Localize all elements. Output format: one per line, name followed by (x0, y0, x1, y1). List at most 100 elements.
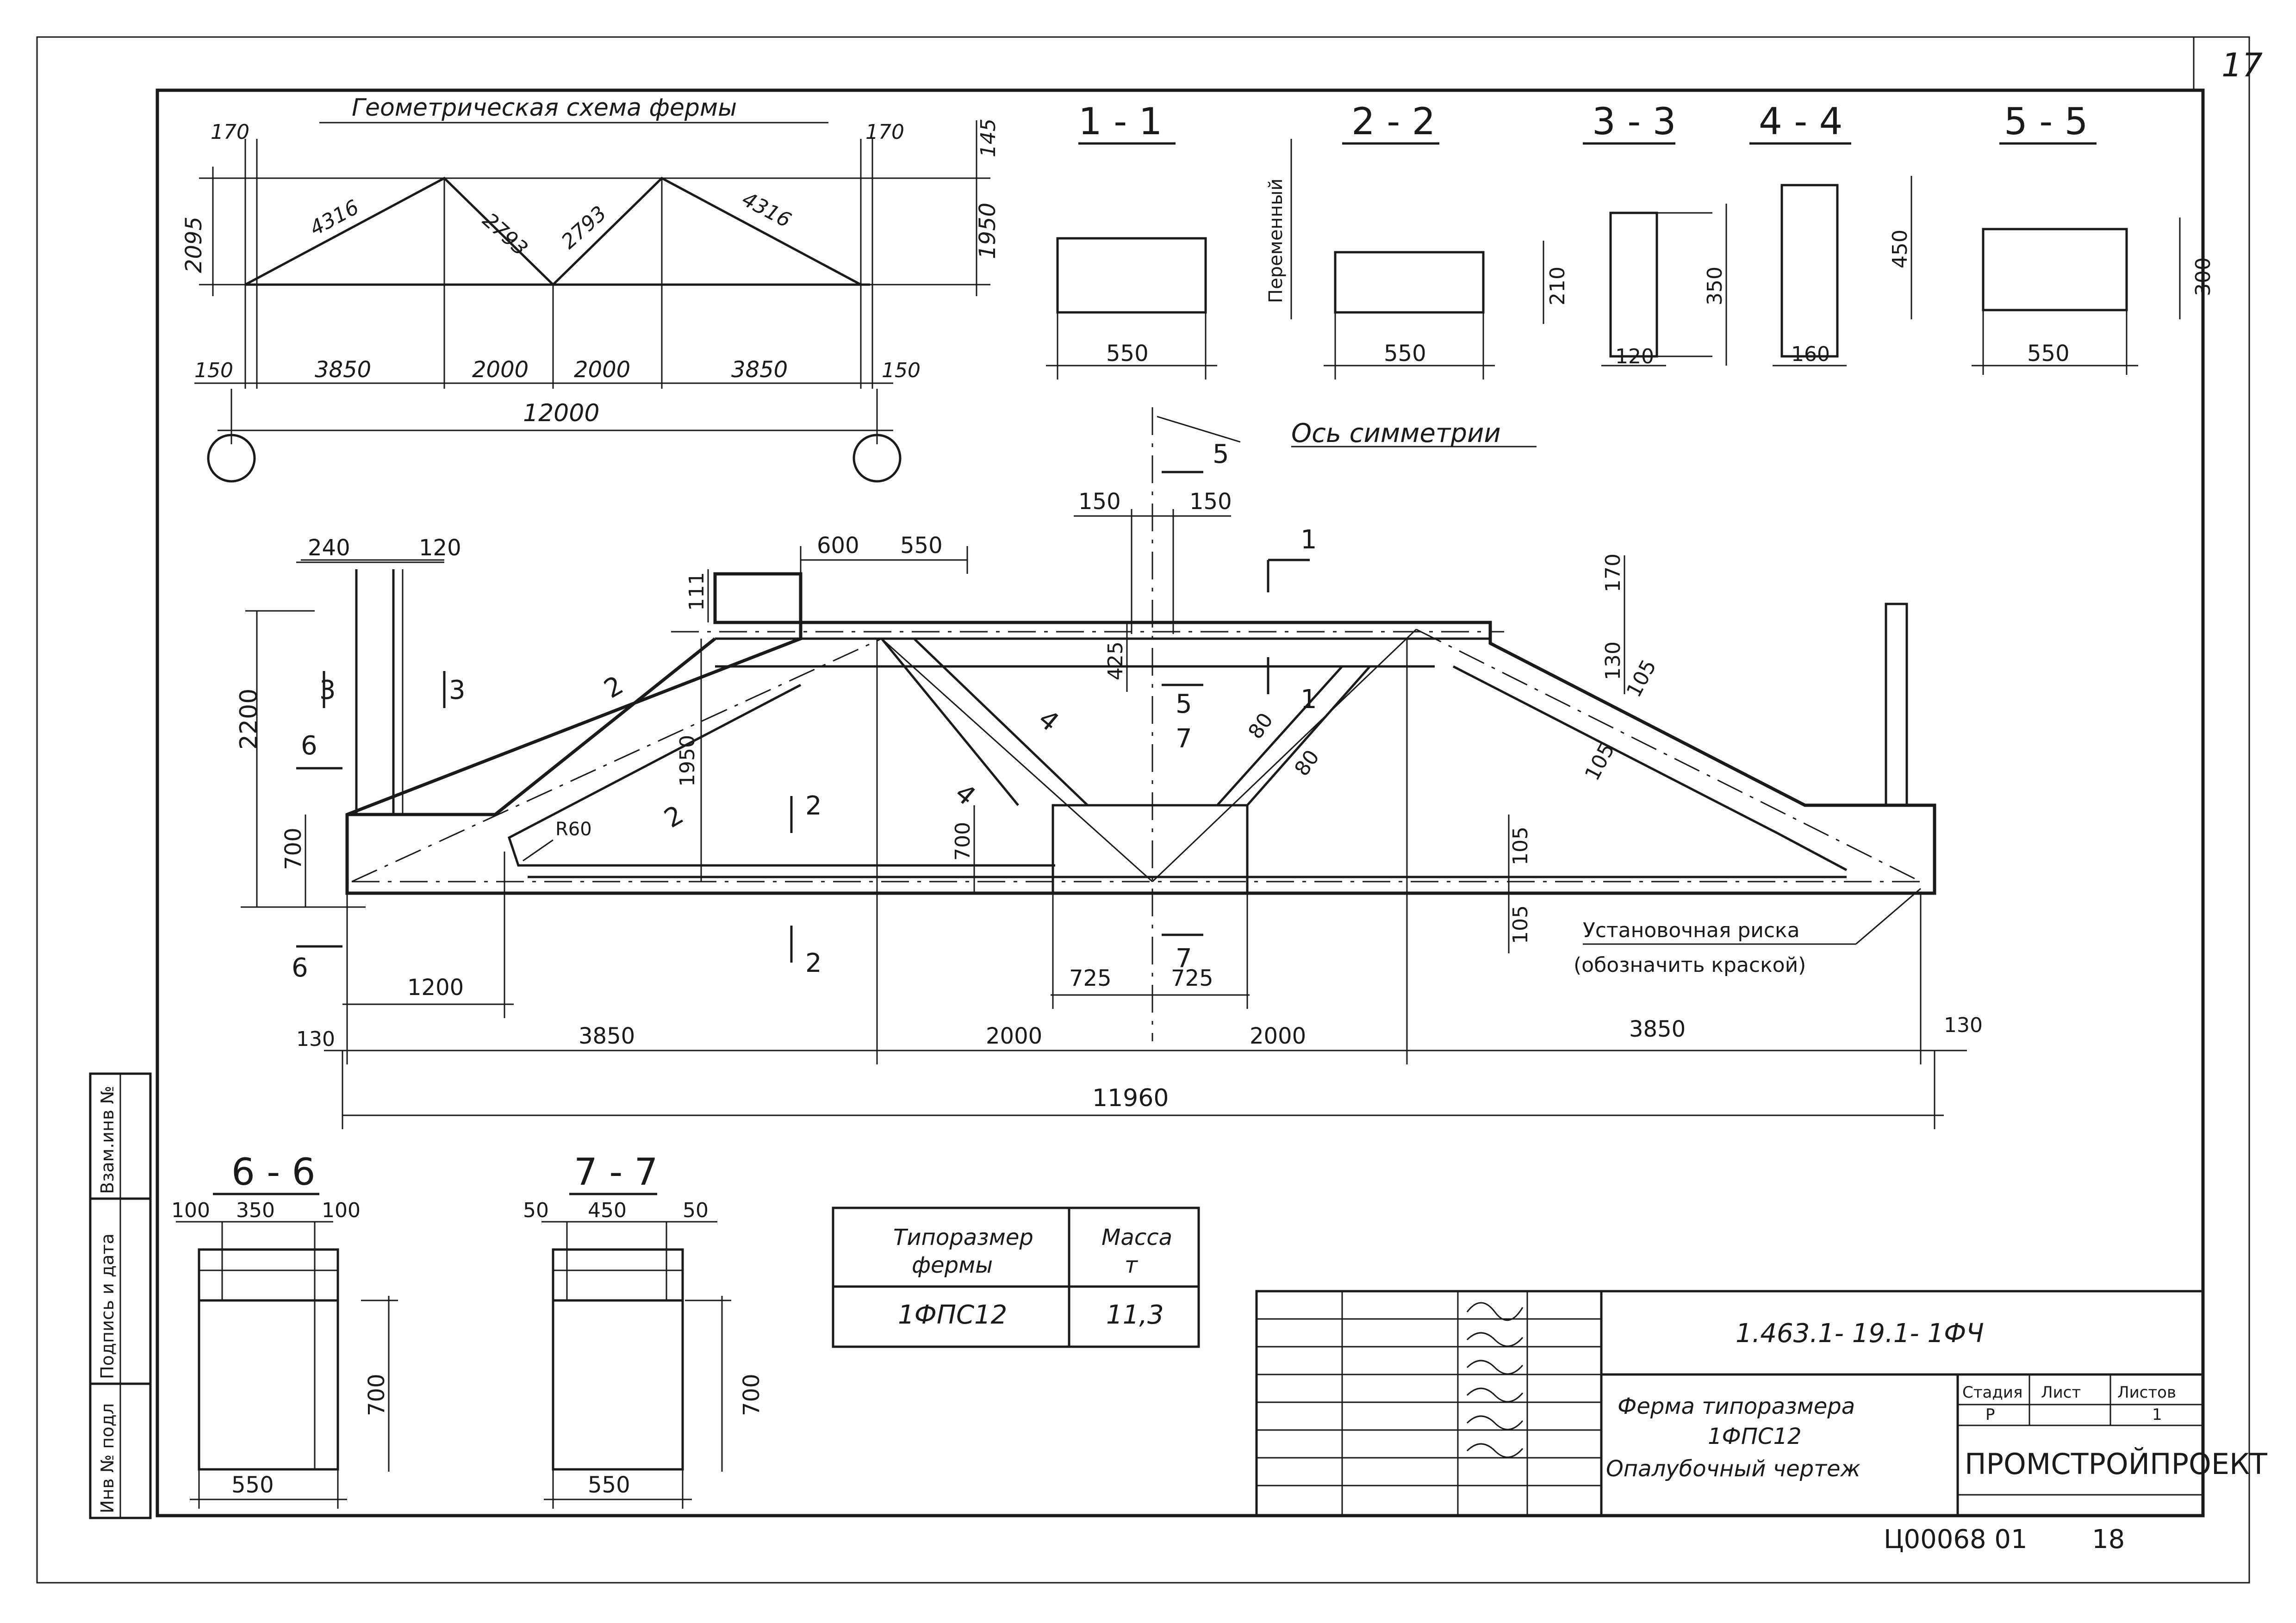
stage-value: Р (1985, 1405, 1995, 1424)
section-5-5-width: 550 (2027, 341, 2070, 367)
sheet-frame: 17 (36, 36, 2263, 1584)
section-6-6: 6 - 6 100 350 100 700 550 (171, 1150, 398, 1509)
dim-4316-left: 4316 (306, 195, 363, 241)
dim-105-c: 105 (1509, 827, 1532, 865)
mark-5-top: 5 (1213, 439, 1229, 469)
section-title-1-1: 1 - 1 (1078, 100, 1163, 143)
mark-7-bottom: 7 (1176, 944, 1192, 974)
section-title-4-4: 4 - 4 (1759, 100, 1843, 143)
mark-2-lower: 2 (660, 800, 689, 834)
dim-725-left: 725 (1069, 965, 1112, 991)
dim-150-right: 150 (882, 359, 921, 382)
support-left-icon (207, 434, 256, 483)
mass-table-header-mass-2: т (1125, 1252, 1139, 1278)
dim-1200: 1200 (407, 975, 464, 1001)
install-mark-paint-note: (обозначить краской) (1574, 953, 1806, 977)
section-title-5-5: 5 - 5 (2004, 100, 2088, 143)
dim-170-left: 170 (211, 120, 249, 144)
dim-1950: 1950 (975, 203, 1001, 259)
scheme-diagonals (244, 176, 862, 286)
section-title-3-3: 3 - 3 (1592, 100, 1676, 143)
dim-130-bottom-right: 130 (1944, 1014, 1983, 1037)
mark-2-mid: 2 (805, 791, 822, 821)
stage-header: Стадия (1962, 1383, 2022, 1402)
section-6-6-w-right: 100 (322, 1199, 361, 1222)
drawing-code: 1.463.1- 19.1- 1ФЧ (1736, 1318, 1984, 1349)
section-2-2: 2 - 2 550 210 (1324, 100, 1569, 379)
mark-2-slope: 2 (599, 670, 628, 704)
dim-700-center: 700 (951, 822, 975, 861)
geometry-scheme: Геометрическая схема фермы 170 170 145 2… (181, 94, 1001, 483)
dim-725-right: 725 (1171, 965, 1213, 991)
sheets-header: Листов (2117, 1383, 2176, 1402)
section-7-7-width: 550 (588, 1472, 630, 1498)
section-title-2-2: 2 - 2 (1351, 100, 1436, 143)
dim-105-d: 105 (1509, 905, 1532, 944)
section-4-4-height: 450 (1888, 230, 1912, 268)
mark-4-bottom: 4 (949, 778, 981, 812)
section-3-3: 3 - 3 120 350 (1583, 100, 1727, 368)
dim-240: 240 (308, 535, 350, 561)
dim-80-a: 80 (1244, 709, 1278, 743)
dim-2200: 2200 (235, 689, 263, 750)
section-4-4: 4 - 4 160 450 (1749, 100, 1912, 367)
section-title-6-6: 6 - 6 (231, 1150, 316, 1194)
dim-425: 425 (1104, 641, 1127, 680)
dim-2793-left: 2793 (478, 208, 532, 261)
section-1-1-height-note: Переменный (1265, 179, 1287, 303)
section-3-3-height: 350 (1703, 267, 1727, 305)
truss-outline (345, 572, 1936, 895)
dim-170: 170 (1601, 553, 1625, 592)
symmetry-axis-label: Ось симметрии (1291, 418, 1501, 448)
section-marks: 5 5 1 1 3 3 2 2 2 2 6 6 7 7 4 (292, 439, 1317, 983)
drawing-name-line-3: Опалубочный чертеж (1606, 1456, 1860, 1482)
section-6-6-height: 700 (364, 1374, 390, 1416)
footer-code: Ц00068 01 (1884, 1524, 2028, 1555)
scheme-title: Геометрическая схема фермы (352, 94, 737, 122)
dim-550: 550 (900, 533, 943, 559)
section-5-5: 5 - 5 550 300 (1972, 100, 2215, 375)
footer-page: 18 (2092, 1524, 2125, 1555)
dim-3850-bottom-right: 3850 (1629, 1016, 1686, 1042)
mark-2-bottom: 2 (805, 948, 822, 978)
install-mark-note: Установочная риска (1583, 919, 1800, 942)
dim-150-axis-right: 150 (1189, 489, 1232, 515)
mass-table-header-type-2: фермы (912, 1252, 993, 1278)
section-6-6-w-left: 100 (171, 1199, 210, 1222)
organization-name: ПРОМСТРОЙПРОЕКТ (1965, 1447, 2268, 1481)
mass-table-type-value: 1ФПС12 (898, 1300, 1007, 1330)
dim-2095: 2095 (181, 217, 207, 273)
dim-2793-right: 2793 (557, 201, 611, 254)
section-7-7-w-left: 50 (523, 1199, 549, 1222)
mass-table: Типоразмер фермы Масса т 1ФПС12 11,3 (832, 1206, 1200, 1348)
mass-table-header-mass-1: Масса (1101, 1225, 1172, 1250)
mark-6-bottom: 6 (292, 953, 308, 983)
mass-table-header-type-1: Типоразмер (893, 1225, 1033, 1250)
drawing-name-line-1: Ферма типоразмера (1618, 1393, 1855, 1419)
dim-145: 145 (977, 118, 1000, 157)
dim-2000-bottom-left: 2000 (986, 1023, 1042, 1049)
section-5-5-height: 300 (2191, 257, 2215, 296)
section-3-3-width: 120 (1615, 345, 1654, 368)
dim-2000-bottom-right: 2000 (1250, 1023, 1306, 1049)
sheet-number: 17 (2221, 46, 2263, 84)
main-truss-view: Ось симметрии (235, 407, 1983, 1129)
section-7-7-w-mid: 450 (588, 1199, 627, 1222)
section-7-7: 7 - 7 50 450 50 700 550 (523, 1150, 765, 1509)
section-7-7-w-right: 50 (683, 1199, 709, 1222)
main-dimensions: 240 120 600 550 150 150 111 170 130 425 … (235, 489, 1983, 1129)
dim-700: 700 (280, 827, 306, 870)
title-block: 1.463.1- 19.1- 1ФЧ Ферма типоразмера 1ФП… (1255, 1290, 2268, 1517)
dim-150-left: 150 (194, 359, 233, 382)
mark-6-top: 6 (301, 731, 317, 761)
section-2-2-width: 550 (1384, 341, 1426, 367)
sheets-value: 1 (2152, 1405, 2162, 1424)
support-right-icon (852, 434, 902, 483)
section-4-4-width: 160 (1791, 342, 1830, 366)
dim-130-bottom-left: 130 (296, 1027, 335, 1051)
dim-170-right: 170 (865, 120, 904, 144)
dim-1950-main: 1950 (676, 735, 699, 787)
dim-105-a: 105 (1622, 656, 1661, 701)
section-title-7-7: 7 - 7 (574, 1150, 658, 1194)
dim-2000-left: 2000 (472, 357, 529, 383)
